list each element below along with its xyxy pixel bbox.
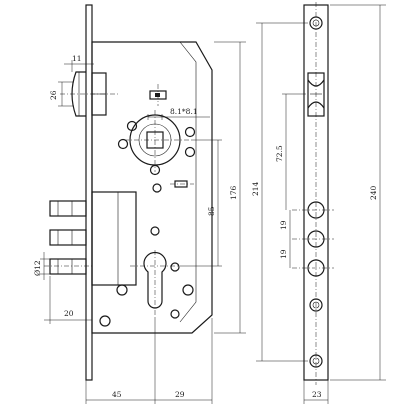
bolt-pitch-b-label: 19 — [279, 249, 288, 259]
faceplate-screw-hole — [309, 298, 323, 312]
center-distance-label: 85 — [207, 206, 216, 216]
screw-hole — [184, 126, 196, 138]
latch-height-label: 26 — [49, 90, 58, 100]
faceplate-hole-offset-label: 72.5 — [275, 145, 284, 162]
faceplate-hole-span-label: 214 — [251, 181, 260, 196]
faceplate-screw-hole — [309, 16, 323, 30]
latch-bolt-front — [307, 72, 325, 117]
faceplate-screw-hole — [309, 354, 323, 368]
bolt-diameter-label: Ø12 — [33, 260, 42, 276]
lock-body-view: 8.1*8.1 — [44, 4, 213, 381]
latch-width-label: 11 — [72, 54, 82, 63]
body-height-label: 176 — [229, 185, 238, 200]
screw-hole — [152, 183, 162, 193]
backset-label: 45 — [112, 390, 122, 399]
forend-plate — [85, 4, 93, 381]
screw-hole — [170, 262, 180, 272]
screw-hole — [126, 120, 138, 132]
faceplate-dimensions: 240 214 72.5 19 19 23 — [251, 4, 386, 404]
bolt-projection-label: 20 — [64, 309, 74, 318]
screw-hole — [117, 138, 129, 150]
screw-hole — [99, 315, 111, 327]
screw-hole — [116, 284, 128, 296]
screw-hole — [184, 146, 196, 158]
screw-hole — [149, 164, 161, 176]
spindle-square-label: 8.1*8.1 — [170, 107, 198, 116]
body-dimensions: 11 26 176 85 Ø12 20 45 29 — [33, 41, 246, 404]
bolt-pitch-a-label: 19 — [279, 220, 288, 230]
screw-hole — [182, 284, 194, 296]
lock-case-outline — [91, 41, 213, 334]
cylinder-cutout — [130, 250, 180, 318]
cylinder-offset-label: 29 — [175, 390, 185, 399]
faceplate-view — [292, 2, 334, 385]
faceplate-length-label: 240 — [369, 185, 378, 200]
latch-bolt — [60, 71, 120, 117]
screw-hole — [170, 309, 180, 319]
screw-hole — [150, 226, 160, 236]
dead-bolt-block — [44, 191, 137, 286]
spindle-follower — [124, 110, 192, 172]
faceplate-width-label: 23 — [312, 390, 322, 399]
